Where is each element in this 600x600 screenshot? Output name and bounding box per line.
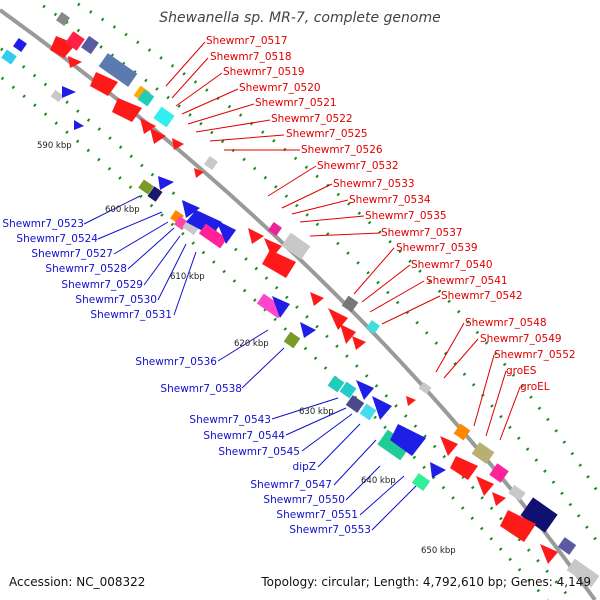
- gene-label-shewmr7-0543: Shewmr7_0543: [189, 414, 271, 426]
- forward-leader-lines: [165, 41, 521, 441]
- gene-label-shewmr7-0541: Shewmr7_0541: [426, 275, 508, 287]
- kbp-tick: 640 kbp: [361, 476, 396, 486]
- gene-label-groel: groEL: [520, 381, 550, 393]
- gene-label-shewmr7-0539: Shewmr7_0539: [396, 242, 478, 254]
- gene-label-shewmr7-0550: Shewmr7_0550: [263, 494, 345, 506]
- reverse-gene-labels: Shewmr7_0523 Shewmr7_0524 Shewmr7_0527 S…: [2, 218, 371, 536]
- gene-label-shewmr7-0519: Shewmr7_0519: [223, 66, 305, 78]
- gene-label-shewmr7-0527: Shewmr7_0527: [31, 248, 113, 260]
- accession-label: Accession: NC_008322: [9, 575, 145, 589]
- gene-label-shewmr7-0536: Shewmr7_0536: [135, 356, 217, 368]
- kbp-tick: 650 kbp: [421, 546, 456, 556]
- genome-summary: Topology: circular; Length: 4,792,610 bp…: [260, 575, 591, 589]
- gene-label-shewmr7-0520: Shewmr7_0520: [239, 82, 321, 94]
- gene-label-shewmr7-0524: Shewmr7_0524: [16, 233, 98, 245]
- gene-label-shewmr7-0534: Shewmr7_0534: [349, 194, 431, 206]
- gene-label-shewmr7-0521: Shewmr7_0521: [255, 97, 337, 109]
- gene-label-shewmr7-0551: Shewmr7_0551: [276, 509, 358, 521]
- gene-label-shewmr7-0525: Shewmr7_0525: [286, 128, 368, 140]
- kbp-tick: 610 kbp: [170, 272, 205, 282]
- gene-label-shewmr7-0549: Shewmr7_0549: [480, 333, 562, 345]
- kbp-tick: 630 kbp: [299, 407, 334, 417]
- kbp-ticks: 590 kbp 600 kbp 610 kbp 620 kbp 630 kbp …: [37, 141, 456, 556]
- gene-label-shewmr7-0553: Shewmr7_0553: [289, 524, 371, 536]
- kbp-tick: 600 kbp: [105, 205, 140, 215]
- gene-label-shewmr7-0517: Shewmr7_0517: [206, 35, 288, 47]
- gene-label-shewmr7-0530: Shewmr7_0530: [75, 294, 157, 306]
- reverse-leader-lines: [83, 195, 417, 531]
- gene-label-shewmr7-0540: Shewmr7_0540: [411, 259, 493, 271]
- reverse-strand-features: [1, 38, 446, 491]
- gene-label-shewmr7-0547: Shewmr7_0547: [250, 479, 332, 491]
- gene-label-shewmr7-0529: Shewmr7_0529: [61, 279, 143, 291]
- gene-label-shewmr7-0535: Shewmr7_0535: [365, 210, 447, 222]
- gene-label-groes: groES: [506, 365, 537, 377]
- kbp-tick: 590 kbp: [37, 141, 72, 151]
- gene-label-shewmr7-0544: Shewmr7_0544: [203, 430, 285, 442]
- gene-label-shewmr7-0537: Shewmr7_0537: [381, 227, 463, 239]
- gene-label-shewmr7-0542: Shewmr7_0542: [441, 290, 523, 302]
- gene-label-shewmr7-0548: Shewmr7_0548: [465, 317, 547, 329]
- map-title: Shewanella sp. MR-7, complete genome: [159, 10, 440, 26]
- gene-label-shewmr7-0528: Shewmr7_0528: [45, 263, 127, 275]
- gene-label-shewmr7-0526: Shewmr7_0526: [301, 144, 383, 156]
- gene-label-shewmr7-0545: Shewmr7_0545: [218, 446, 300, 458]
- gene-label-shewmr7-0552: Shewmr7_0552: [494, 349, 576, 361]
- gene-label-shewmr7-0523: Shewmr7_0523: [2, 218, 84, 230]
- gene-label-shewmr7-0532: Shewmr7_0532: [317, 160, 399, 172]
- kbp-tick: 620 kbp: [234, 339, 269, 349]
- gene-label-shewmr7-0538: Shewmr7_0538: [160, 383, 242, 395]
- forward-gene-labels: Shewmr7_0517 Shewmr7_0518 Shewmr7_0519 S…: [206, 35, 576, 393]
- gene-label-dipz: dipZ: [293, 461, 316, 473]
- gene-label-shewmr7-0531: Shewmr7_0531: [90, 309, 172, 321]
- gene-label-shewmr7-0518: Shewmr7_0518: [210, 51, 292, 63]
- gene-label-shewmr7-0522: Shewmr7_0522: [271, 113, 353, 125]
- forward-strand-features: [50, 12, 600, 588]
- gene-label-shewmr7-0533: Shewmr7_0533: [333, 178, 415, 190]
